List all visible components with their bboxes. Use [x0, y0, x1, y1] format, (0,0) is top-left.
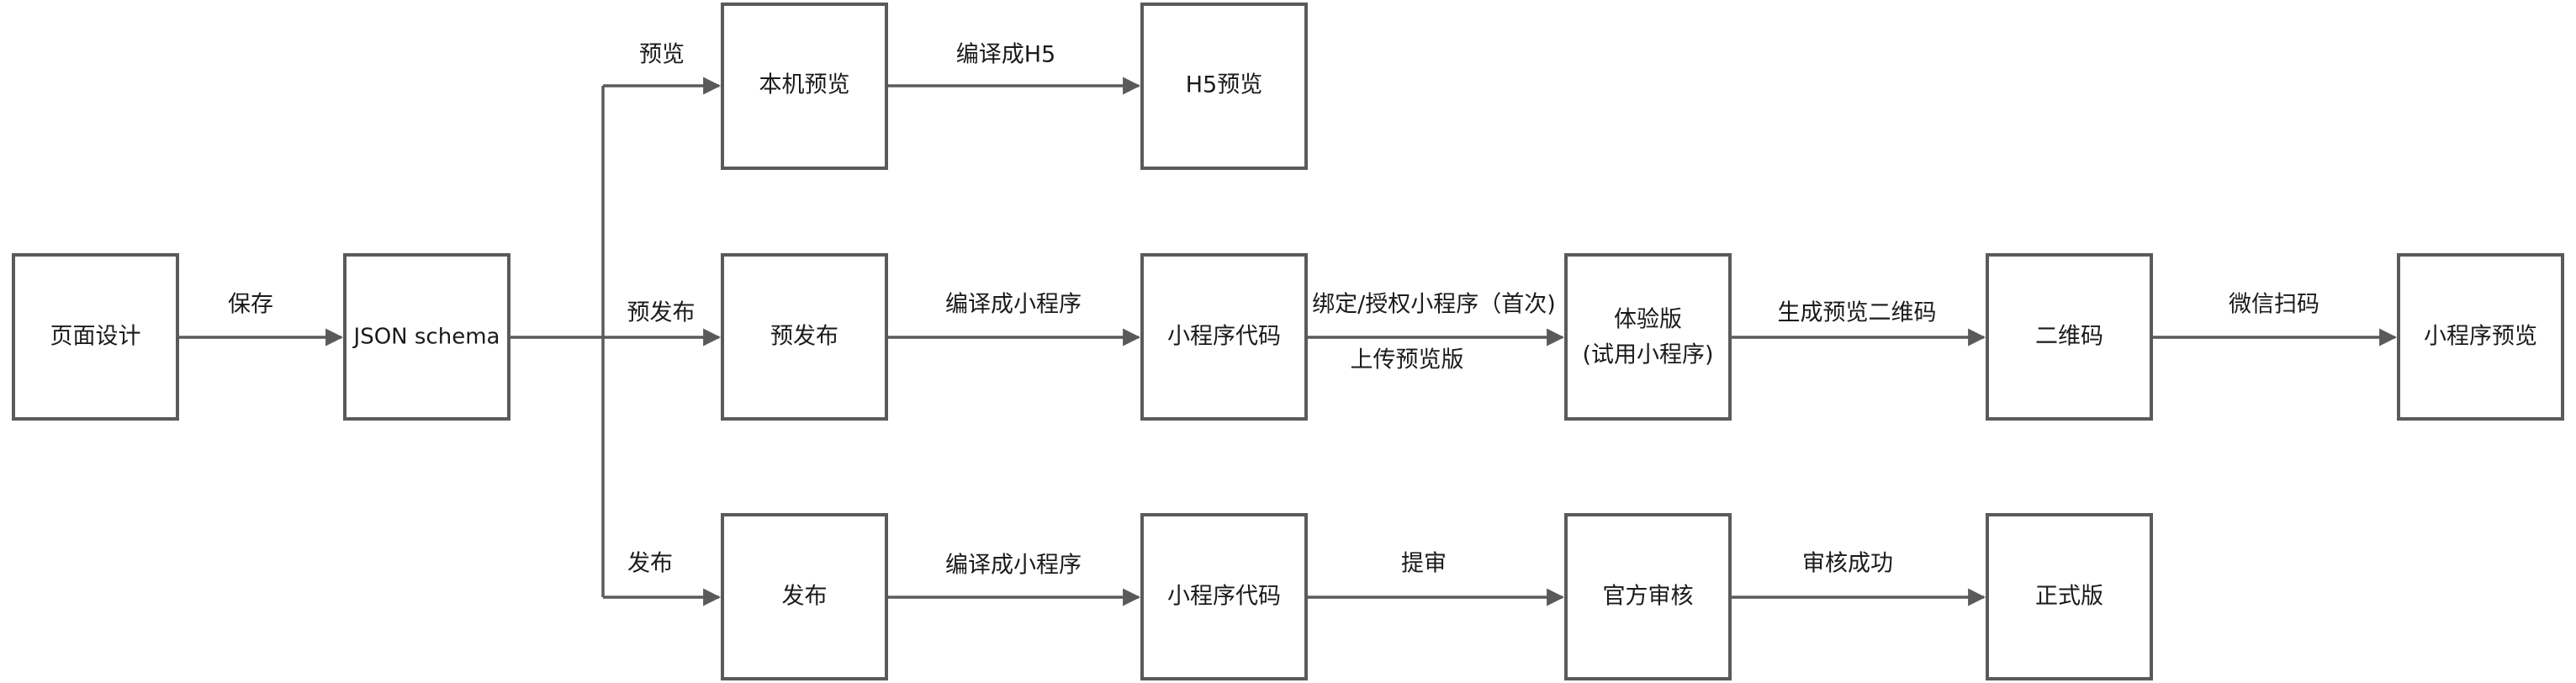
node-publish: 发布	[721, 513, 888, 680]
node-page-design-label: 页面设计	[50, 324, 141, 350]
node-local-preview: 本机预览	[721, 3, 888, 170]
edge-label-submit-review: 提审	[1401, 551, 1447, 577]
node-trial-version: 体验版 (试用小程序)	[1564, 253, 1732, 421]
edge-label-gen-qr: 生成预览二维码	[1778, 300, 1937, 326]
node-mp-code-pub-label: 小程序代码	[1167, 584, 1281, 610]
edge-label-compile-mp-pre: 编译成小程序	[945, 292, 1082, 318]
node-json-schema-label: JSON schema	[352, 325, 500, 350]
node-mp-code-pre-label: 小程序代码	[1167, 324, 1281, 350]
node-trial-version-label-1: 体验版	[1614, 307, 1682, 333]
node-h5-preview-label: H5预览	[1186, 72, 1262, 98]
node-release-label: 正式版	[2035, 584, 2103, 610]
node-pre-publish-label: 预发布	[770, 324, 838, 350]
node-pre-publish: 预发布	[721, 253, 888, 421]
node-release: 正式版	[1986, 513, 2153, 680]
node-h5-preview: H5预览	[1140, 3, 1308, 170]
node-official-review-label: 官方审核	[1603, 584, 1694, 610]
edge-label-review-success: 审核成功	[1802, 551, 1893, 577]
edge-label-compile-mp-pub: 编译成小程序	[945, 553, 1082, 579]
node-qr-code: 二维码	[1986, 253, 2153, 421]
node-mp-code-pub: 小程序代码	[1140, 513, 1308, 680]
node-mp-preview-label: 小程序预览	[2424, 324, 2537, 350]
node-qr-code-label: 二维码	[2035, 324, 2103, 350]
node-local-preview-label: 本机预览	[759, 72, 850, 98]
node-mp-code-pre: 小程序代码	[1140, 253, 1308, 421]
node-json-schema: JSON schema	[343, 253, 510, 421]
node-publish-label: 发布	[782, 584, 828, 610]
edge-label-pre-publish: 预发布	[627, 300, 696, 326]
node-official-review: 官方审核	[1564, 513, 1732, 680]
edge-label-bind-auth: 绑定/授权小程序（首次)	[1312, 292, 1556, 318]
node-mp-preview: 小程序预览	[2397, 253, 2564, 421]
edge-label-publish: 发布	[627, 551, 673, 577]
edge-label-wechat-scan: 微信扫码	[2229, 292, 2319, 318]
edge-label-preview: 预览	[639, 42, 685, 68]
edge-label-upload-preview: 上传预览版	[1351, 347, 1464, 373]
node-page-design: 页面设计	[12, 253, 179, 421]
edge-label-compile-h5: 编译成H5	[956, 42, 1055, 68]
node-trial-version-label-2: (试用小程序)	[1582, 342, 1713, 368]
edge-label-save: 保存	[228, 292, 273, 318]
